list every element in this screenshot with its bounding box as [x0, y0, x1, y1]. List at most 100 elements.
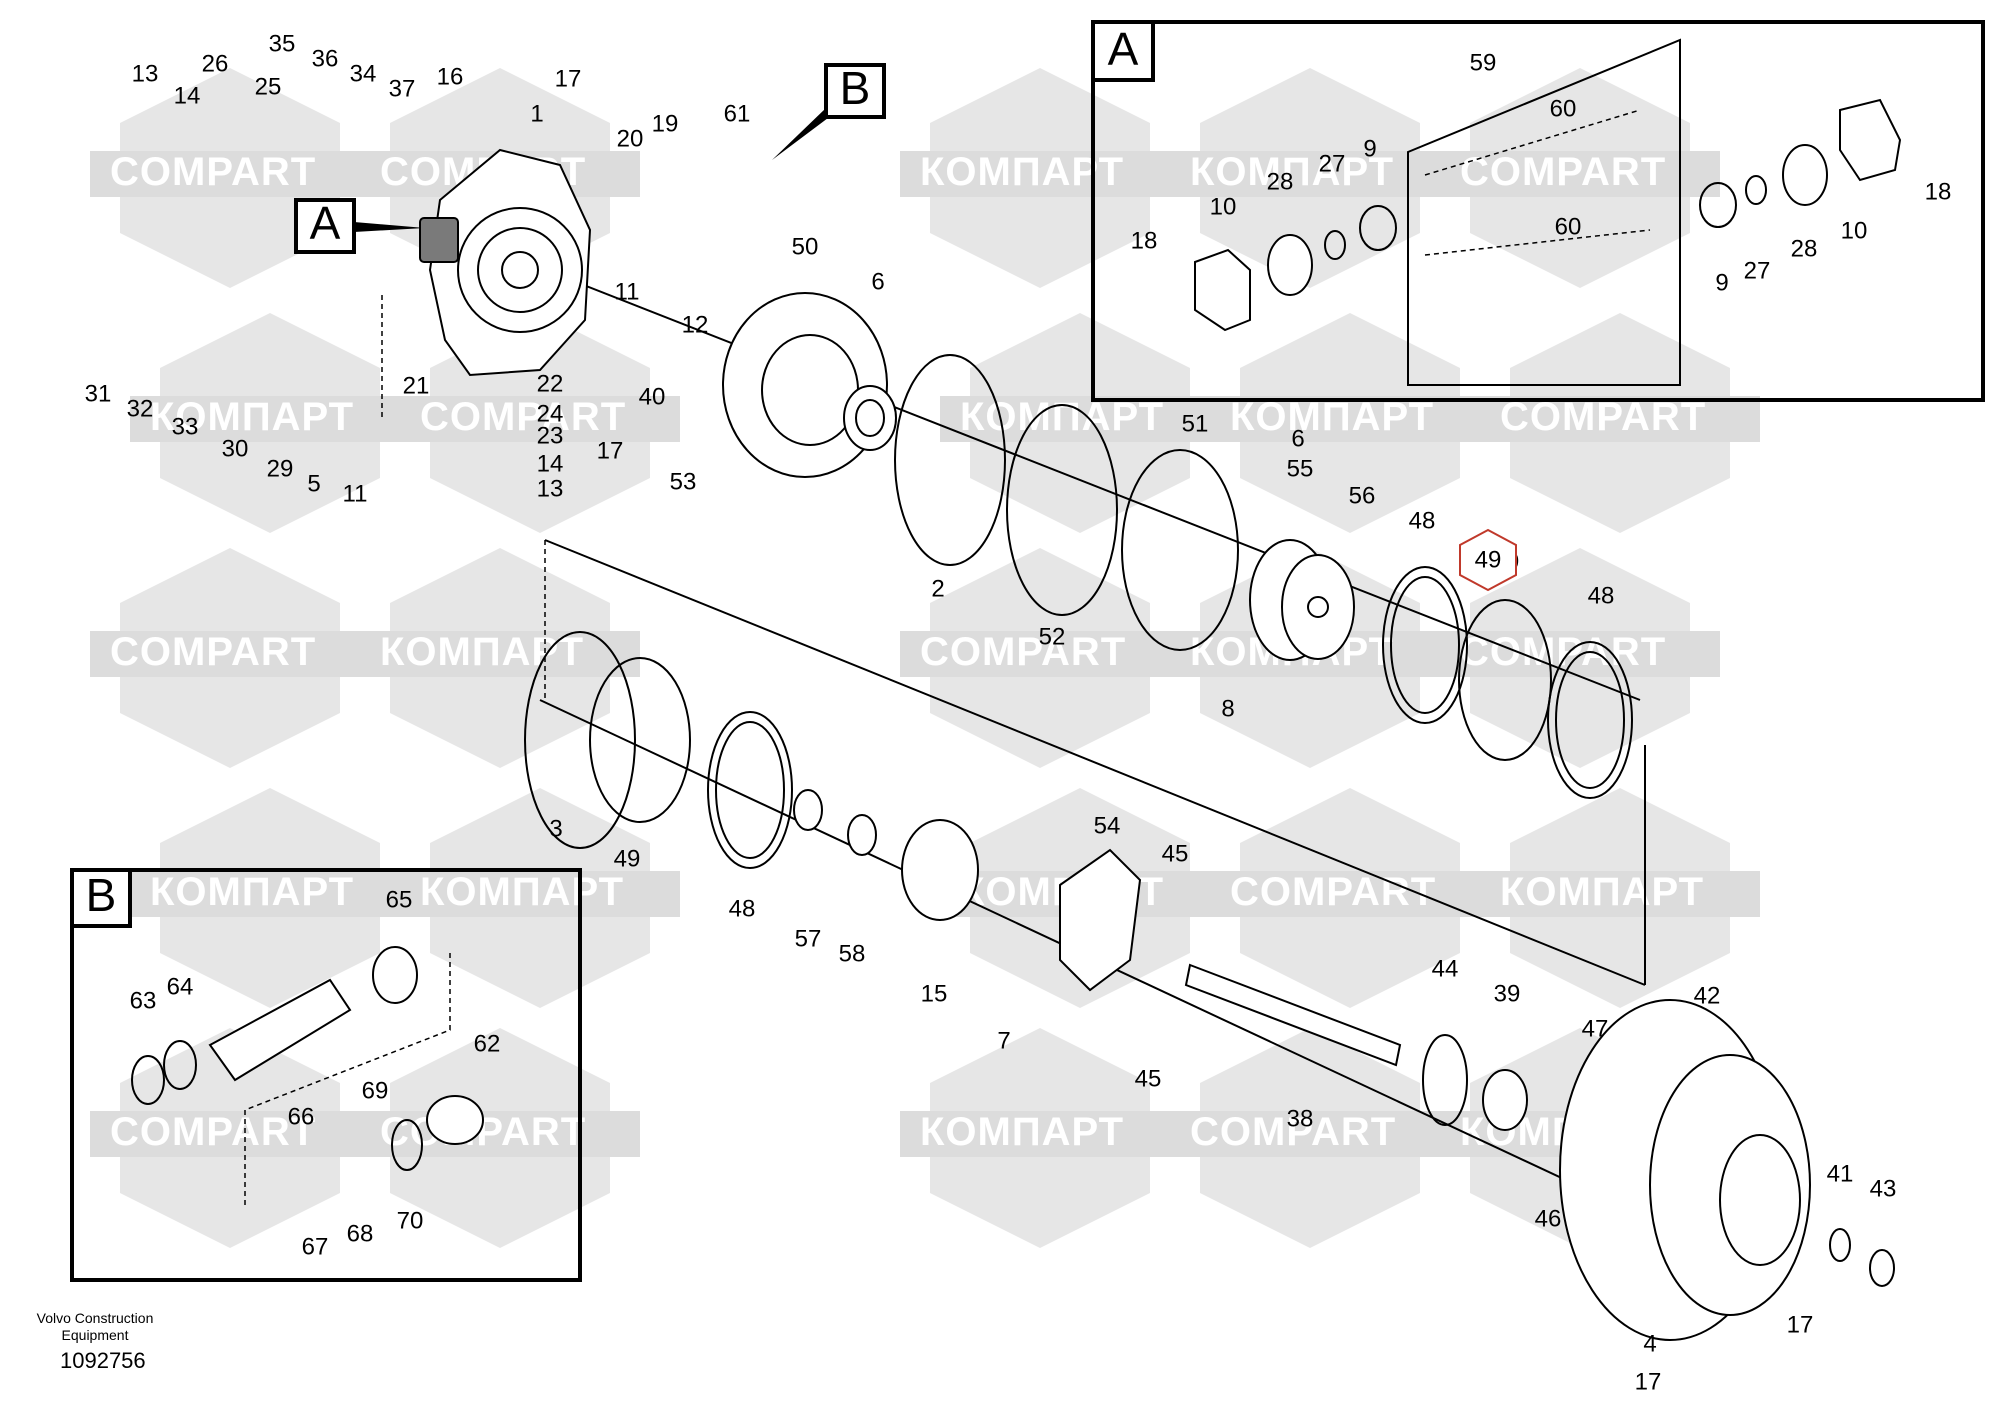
- watermark-text: КОМПАРТ: [150, 870, 354, 914]
- callout-13: 13: [537, 475, 564, 502]
- watermark-bar: [90, 151, 370, 197]
- watermark-bar: [1210, 871, 1490, 917]
- watermark-tile: COMPART: [90, 1028, 370, 1248]
- separator-plate-49b: [589, 657, 691, 823]
- watermark-text: COMPART: [110, 150, 316, 194]
- detail-a-subgroup-axis-1: [1424, 109, 1641, 176]
- callout-b-arrow: [772, 108, 828, 160]
- watermark-tile: КОМПАРТ: [1170, 68, 1450, 288]
- watermark-bar: [1170, 151, 1450, 197]
- watermark-bar: [1440, 151, 1720, 197]
- watermark-bar: [90, 1111, 370, 1157]
- callout-11: 11: [615, 278, 640, 305]
- motor-housing: [419, 148, 592, 377]
- detail-box-b-label: B: [86, 869, 117, 921]
- callout-3: 3: [549, 815, 562, 842]
- callout-19: 19: [652, 110, 679, 137]
- watermark-tile: COMPART: [1440, 68, 1720, 288]
- watermark-tile: COMPART: [1440, 548, 1720, 768]
- callout-58: 58: [839, 940, 866, 967]
- motor-case-42: [1559, 999, 1811, 1341]
- callout-5: 5: [307, 470, 320, 497]
- callout-64: 64: [167, 973, 194, 1000]
- watermark-text: КОМПАРТ: [150, 395, 354, 439]
- watermark-tile: КОМПАРТ: [900, 68, 1180, 288]
- callout-44: 44: [1432, 955, 1459, 982]
- callout-23: 23: [537, 422, 564, 449]
- watermark-tile: КОМПАРТ: [940, 313, 1220, 533]
- callout-68: 68: [347, 1220, 374, 1247]
- callout-14: 14: [537, 450, 564, 477]
- detail-box-a-label: A: [1108, 23, 1139, 75]
- callout-17: 17: [1635, 1368, 1662, 1395]
- callout-9: 9: [1715, 269, 1728, 296]
- callout-15: 15: [921, 980, 948, 1007]
- watermark-tile: КОМПАРТ: [130, 313, 410, 533]
- watermark-bar: [400, 396, 680, 442]
- callout-27: 27: [1319, 150, 1346, 177]
- watermark-text: КОМПАРТ: [920, 1110, 1124, 1154]
- watermark-text: COMPART: [1460, 150, 1666, 194]
- callout-21: 21: [403, 372, 430, 399]
- callout-70: 70: [397, 1207, 424, 1234]
- watermark-text: КОМПАРТ: [380, 630, 584, 674]
- callout-27: 27: [1744, 257, 1771, 284]
- o-ring-51: [1121, 449, 1239, 651]
- valve-block: [419, 217, 459, 263]
- watermark-bar: [130, 871, 410, 917]
- friction-disc-48a-inner: [1390, 576, 1460, 714]
- callout-26: 26: [202, 50, 229, 77]
- friction-disc-48b: [1547, 641, 1633, 799]
- callout-48: 48: [729, 895, 756, 922]
- friction-disc-48a: [1382, 566, 1468, 724]
- callout-28: 28: [1791, 235, 1818, 262]
- callout-11: 11: [343, 480, 368, 507]
- watermark-tile: КОМПАРТ: [130, 788, 410, 1008]
- watermark-text: COMPART: [920, 630, 1126, 674]
- callout-47: 47: [1582, 1015, 1609, 1042]
- callout-37: 37: [389, 75, 416, 102]
- callout-51: 51: [1182, 410, 1209, 437]
- footer-company-line2: Equipment: [61, 1327, 129, 1343]
- callout-53: 53: [670, 468, 697, 495]
- watermark-tile: COMPART: [90, 68, 370, 288]
- detail-box-a-tag: [1091, 20, 1155, 82]
- callout-12: 12: [682, 311, 709, 338]
- watermark-bar: [130, 396, 410, 442]
- watermark-text: COMPART: [1190, 1110, 1396, 1154]
- callout-32: 32: [127, 395, 154, 422]
- cylinder-block: [1249, 539, 1355, 661]
- callout-22: 22: [537, 370, 564, 397]
- watermark-text: КОМПАРТ: [920, 150, 1124, 194]
- ring-44: [1422, 1034, 1468, 1126]
- watermark-bar: [900, 151, 1180, 197]
- callout-20: 20: [617, 125, 644, 152]
- o-ring-52: [1006, 404, 1118, 616]
- callout-25: 25: [255, 73, 282, 100]
- callout-46: 46: [1535, 1205, 1562, 1232]
- callout-67: 67: [302, 1233, 329, 1260]
- callout-61: 61: [724, 100, 751, 127]
- watermark-bar: [940, 396, 1220, 442]
- o-ring-3: [524, 631, 636, 849]
- callout-63: 63: [130, 987, 157, 1014]
- callout-13: 13: [132, 60, 159, 87]
- callout-18: 18: [1131, 227, 1158, 254]
- watermark-text: КОМПАРТ: [960, 395, 1164, 439]
- ring-41: [1829, 1228, 1851, 1262]
- detail-b-dashed-frame: [244, 950, 451, 1205]
- watermark-bar: [90, 631, 370, 677]
- watermark-tile: COMPART: [360, 1028, 640, 1248]
- callout-56: 56: [1349, 482, 1376, 509]
- callout-55: 55: [1287, 455, 1314, 482]
- bearing: [843, 385, 897, 451]
- drawing-number: 1092756: [60, 1348, 146, 1373]
- watermark-text: КОМПАРТ: [1190, 150, 1394, 194]
- callout-6: 6: [871, 268, 884, 295]
- callout-36: 36: [312, 45, 339, 72]
- callout-10: 10: [1210, 193, 1237, 220]
- callout-b: B: [772, 62, 886, 160]
- watermark-text: КОМПАРТ: [1230, 395, 1434, 439]
- watermark-text: КОМПАРТ: [420, 870, 624, 914]
- watermark-tile: КОМПАРТ: [360, 548, 640, 768]
